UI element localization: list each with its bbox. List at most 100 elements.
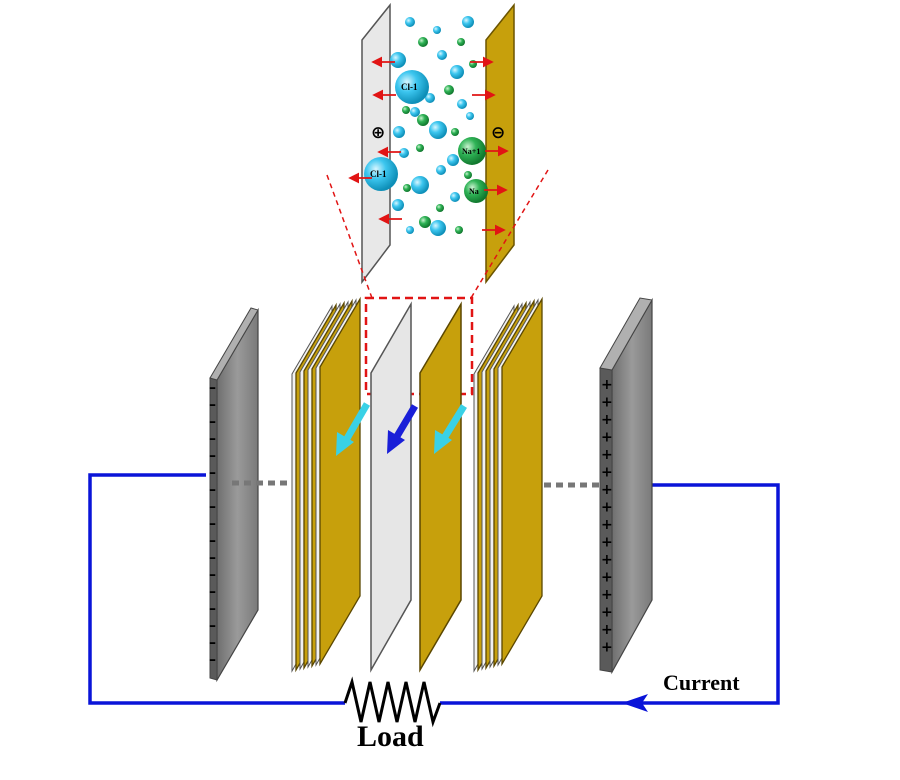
chloride-ion-label: Cl-1	[401, 82, 418, 92]
cation-particle	[416, 144, 424, 152]
minus-mark: –	[209, 601, 216, 617]
anion-particle	[406, 226, 414, 234]
minus-mark: –	[209, 567, 216, 583]
current-direction-arrow	[622, 694, 648, 712]
minus-mark: –	[209, 584, 216, 600]
anion-particle	[425, 93, 435, 103]
cation-particle	[455, 226, 463, 234]
sodium-ion-1: Na+1	[458, 137, 486, 165]
cation-particle	[418, 37, 428, 47]
zoom-positive-electrode	[361, 2, 391, 285]
minus-mark: –	[209, 516, 216, 532]
circuit-wire-right	[440, 483, 780, 705]
plus-mark: +	[601, 447, 613, 463]
plus-mark: +	[601, 430, 613, 446]
cation-particle	[464, 171, 472, 179]
flow-arrow-right	[434, 404, 467, 454]
sodium-ion-2: Na	[464, 179, 488, 203]
minus-mark: –	[209, 533, 216, 549]
minus-mark: –	[209, 635, 216, 651]
anion-particle	[430, 220, 446, 236]
anion-particle	[457, 99, 467, 109]
anion-particle	[450, 65, 464, 79]
cation-particle	[436, 204, 444, 212]
plus-mark: +	[601, 640, 613, 656]
minus-mark: –	[209, 499, 216, 515]
minus-mark: –	[209, 448, 216, 464]
anion-particle	[405, 17, 415, 27]
chloride-ion-2: Cl-1	[364, 157, 398, 191]
ion-migration-arrows	[348, 56, 509, 236]
anion-particle	[399, 148, 409, 158]
external-circuit: Current Load	[88, 473, 780, 753]
positive-electrode-symbol: ⊕	[371, 123, 385, 143]
anion-particle	[392, 199, 404, 211]
minus-mark: –	[209, 482, 216, 498]
plus-mark: +	[601, 535, 613, 551]
anion-particle	[393, 126, 405, 138]
cation-particle	[419, 216, 431, 228]
minus-mark: –	[209, 618, 216, 634]
plus-mark: +	[601, 482, 613, 498]
current-label: Current	[663, 670, 740, 695]
flow-arrow-left	[336, 402, 371, 456]
anion-particle	[436, 165, 446, 175]
zoom-indicator	[326, 169, 549, 396]
plus-mark: +	[601, 552, 613, 568]
plus-mark: +	[601, 377, 613, 393]
minus-mark: –	[209, 397, 216, 413]
small-ions	[390, 16, 477, 236]
left-stack-plate	[315, 296, 361, 667]
sodium-ion-label-2: Na	[469, 187, 479, 196]
minus-mark: –	[209, 431, 216, 447]
cation-particle	[403, 184, 411, 192]
anion-particle	[462, 16, 474, 28]
positive-charge-marks: ++++++++++++++++	[601, 377, 613, 656]
plus-mark: +	[601, 587, 613, 603]
zoom-negative-electrode	[485, 2, 515, 285]
plus-mark: +	[601, 622, 613, 638]
anion-particle	[450, 192, 460, 202]
left-electrode-stack	[291, 296, 361, 673]
zoom-box	[364, 296, 474, 396]
plus-mark: +	[601, 395, 613, 411]
negative-charge-marks: –––––––––––––––––	[209, 380, 216, 668]
right-current-collector: ++++++++++++++++	[599, 297, 653, 675]
cation-particle	[451, 128, 459, 136]
cation-particle	[417, 114, 429, 126]
sodium-ion-label: Na+1	[462, 147, 480, 156]
anion-particle	[466, 112, 474, 120]
anion-particle	[410, 107, 420, 117]
minus-mark: –	[209, 465, 216, 481]
plus-mark: +	[601, 570, 613, 586]
plus-mark: +	[601, 605, 613, 621]
minus-mark: –	[209, 550, 216, 566]
chloride-ion-label: Cl-1	[370, 169, 387, 179]
cation-particle	[444, 85, 454, 95]
left-current-collector: –––––––––––––––––	[209, 307, 259, 683]
right-electrode-stack	[473, 296, 543, 673]
zoomed-cell: ⊕ ⊖ Cl-1 Cl-1 Na+1 Na	[348, 2, 515, 285]
plus-mark: +	[601, 412, 613, 428]
cation-particle	[457, 38, 465, 46]
gold-single-plate	[419, 301, 462, 673]
anion-particle	[437, 50, 447, 60]
minus-mark: –	[209, 652, 216, 668]
negative-electrode-symbol: ⊖	[491, 123, 505, 143]
load-resistor	[343, 676, 442, 728]
anion-particle	[411, 176, 429, 194]
anion-particle	[390, 52, 406, 68]
chloride-ion-1: Cl-1	[395, 70, 429, 104]
anion-particle	[429, 121, 447, 139]
right-stack-plate	[497, 296, 543, 667]
minus-mark: –	[209, 414, 216, 430]
plus-mark: +	[601, 517, 613, 533]
cation-particle	[402, 106, 410, 114]
circuit-wire-left	[88, 473, 345, 705]
plus-mark: +	[601, 500, 613, 516]
load-label: Load	[357, 720, 424, 753]
flow-arrow-center	[387, 404, 419, 454]
plus-mark: +	[601, 465, 613, 481]
